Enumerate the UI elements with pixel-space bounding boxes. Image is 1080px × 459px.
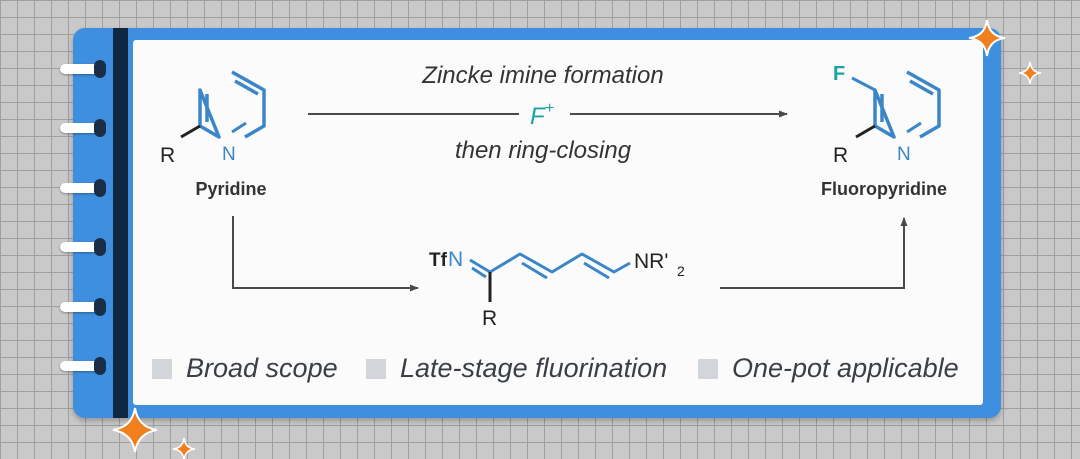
pyridine-nitrogen: N: [222, 144, 236, 165]
sparkle-icon: [968, 19, 1006, 57]
binder-ring: [60, 60, 106, 78]
feature-label: One-pot applicable: [732, 353, 959, 383]
notebook-page: [133, 40, 983, 405]
bullet-square-icon: [366, 358, 386, 379]
pyridine-r-group: R: [160, 144, 175, 167]
notebook-spine: [113, 28, 128, 418]
pathway-arrow-down: [232, 216, 419, 292]
binder-ring: [60, 179, 106, 197]
imine-r-group: R: [482, 307, 497, 330]
condition-line-2: then ring-closing: [455, 137, 632, 164]
fluorinating-reagent: F: [530, 103, 546, 130]
fluoropyridine-r-group: R: [833, 144, 848, 167]
binder-ring: [60, 298, 106, 316]
feature-label: Late-stage fluorination: [400, 353, 668, 383]
reactant-label: Pyridine: [195, 179, 266, 199]
feature-one-pot-applicable: One-pot applicable: [698, 353, 959, 384]
feature-late-stage-fluorination: Late-stage fluorination: [366, 353, 667, 384]
amine-group: NR': [634, 250, 668, 273]
condition-line-1: Zincke imine formation: [421, 62, 663, 89]
imine-nitrogen: N: [448, 248, 463, 271]
bullet-square-icon: [152, 358, 172, 379]
amine-subscript: 2: [677, 263, 685, 279]
triflyl-group: Tf: [429, 250, 448, 271]
product-label: Fluoropyridine: [821, 179, 947, 199]
feature-broad-scope: Broad scope: [152, 353, 338, 384]
binder-ring: [60, 119, 106, 137]
sparkle-icon: [172, 437, 196, 459]
feature-label: Broad scope: [186, 353, 338, 383]
fluoropyridine-nitrogen: N: [897, 144, 911, 165]
fluoropyridine-structure: N R F: [833, 63, 941, 167]
pathway-arrow-up: [720, 217, 908, 289]
binder-ring: [60, 238, 106, 256]
pyridine-structure: N R: [160, 70, 266, 167]
sparkle-icon: [112, 407, 158, 453]
zincke-imine-structure: Tf N NR' 2 R: [429, 248, 685, 330]
reagent-charge: +: [545, 100, 554, 117]
bullet-square-icon: [698, 358, 718, 379]
binder-ring: [60, 357, 106, 375]
fluorine-atom: F: [833, 63, 845, 85]
sparkle-icon: [1018, 61, 1042, 85]
